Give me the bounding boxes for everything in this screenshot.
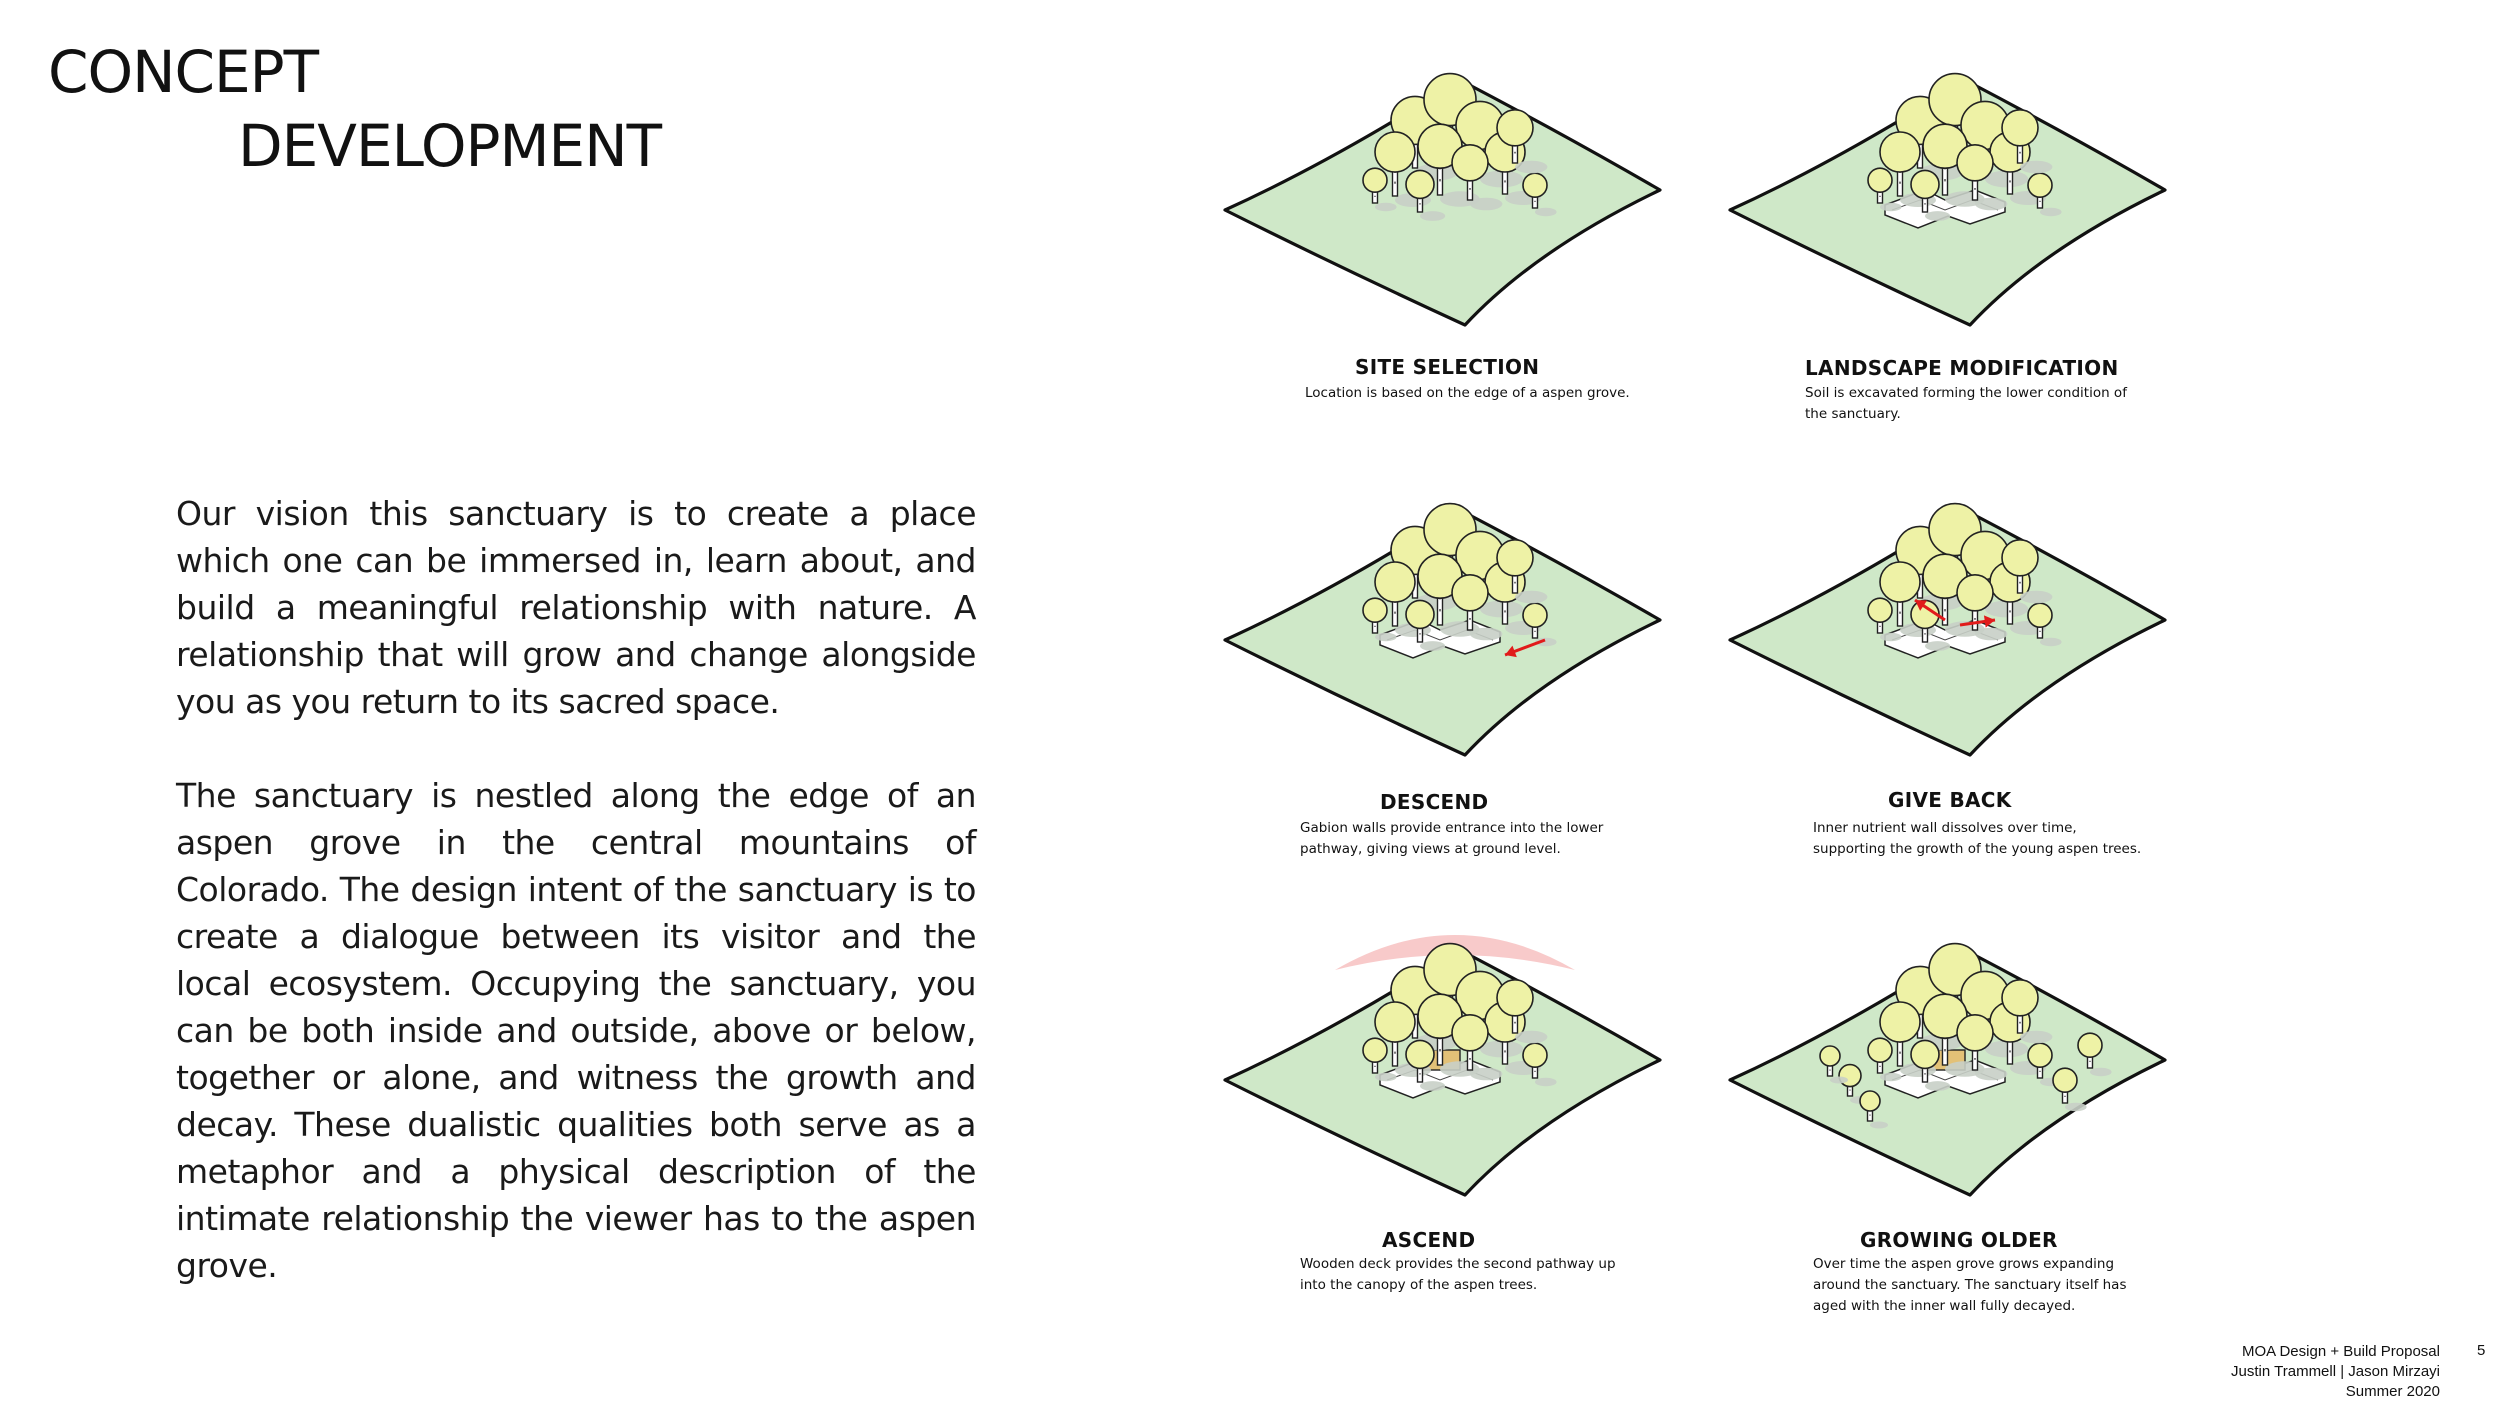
diagram-caption-4: Inner nutrient wall dissolves over time,… [1813,820,2142,857]
diagram-title-3: DESCEND [1380,790,1489,814]
diagram-title-5: ASCEND [1382,1228,1476,1252]
diagram-caption-1: Location is based on the edge of a aspen… [1305,385,1630,401]
body-paragraph-1: Our vision this sanctuary is to create a… [176,494,977,721]
diagram-caption-5: Wooden deck provides the second pathway … [1300,1256,1616,1293]
page-number: 5 [2477,1342,2486,1359]
diagram-illustration-5 [1223,935,1662,1197]
diagram-panel-2 [1720,40,2180,340]
diagram-caption-3: Gabion walls provide entrance into the l… [1300,820,1604,857]
diagram-caption-2: Soil is excavated forming the lower cond… [1805,385,2127,422]
diagram-illustration-2 [1728,72,2167,327]
diagram-panel-1 [1215,40,1675,340]
diagram-illustration-6 [1728,942,2167,1197]
footer-season: Summer 2020 [2345,1383,2440,1400]
diagram-illustration-3 [1223,502,1662,757]
diagram-illustration-1 [1223,72,1662,327]
diagram-panel-5 [1215,910,1675,1210]
footer-project: MOA Design + Build Proposal [2241,1343,2440,1360]
diagram-title-1: SITE SELECTION [1355,355,1540,379]
diagram-illustration-4 [1728,502,2167,757]
diagram-title-2: LANDSCAPE MODIFICATION [1805,356,2119,380]
diagram-title-4: GIVE BACK [1888,788,2012,812]
page-title-line2: DEVELOPMENT [238,112,662,180]
footer-authors: Justin Trammell | Jason Mirzayi [2231,1363,2440,1380]
diagram-panel-6 [1720,910,2180,1210]
diagram-title-6: GROWING OLDER [1860,1228,2058,1252]
diagram-caption-6: Over time the aspen grove grows expandin… [1813,1256,2127,1314]
diagram-panel-4 [1720,470,2180,770]
footer-credits: MOA Design + Build Proposal Justin Tramm… [2231,1342,2440,1402]
diagram-panel-3 [1215,470,1675,770]
body-text: Our vision this sanctuary is to create a… [176,490,977,1336]
page-title-line1: CONCEPT [48,38,319,106]
body-paragraph-2: The sanctuary is nestled along the edge … [176,776,977,1285]
